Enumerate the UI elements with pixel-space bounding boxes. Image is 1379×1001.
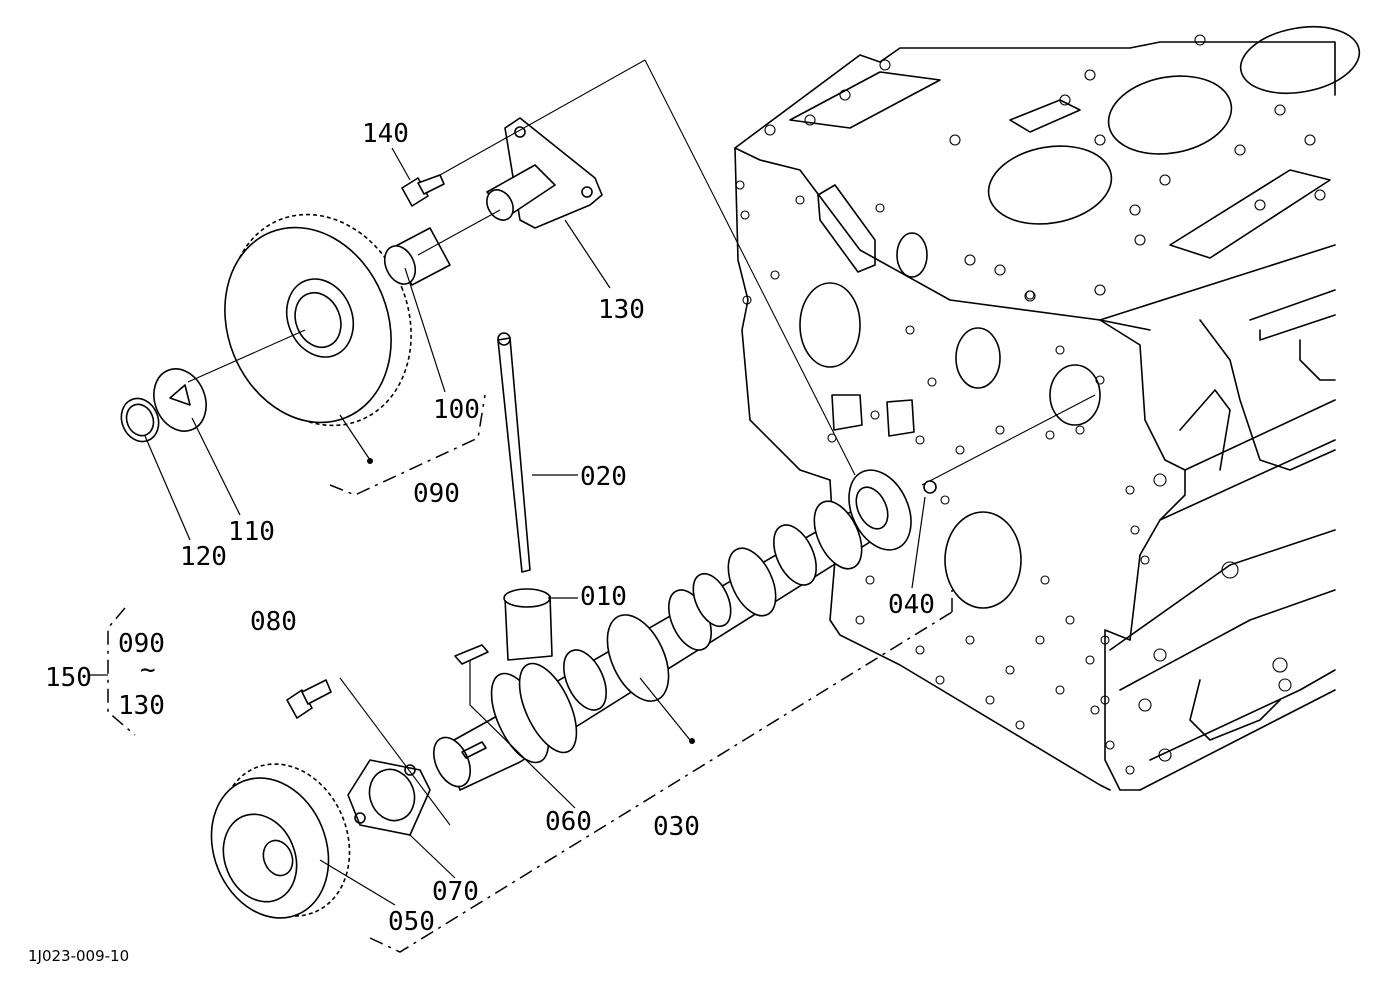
tappet	[503, 588, 553, 661]
label-020: 020	[580, 462, 627, 492]
camshaft-stopper	[347, 759, 431, 836]
drawing-code: 1J023-009-10	[28, 947, 129, 965]
bolt-080	[286, 679, 332, 719]
collar	[153, 368, 207, 432]
idle-gear-shaft	[486, 117, 603, 229]
bolt-140	[401, 174, 445, 207]
reference-dot	[367, 458, 373, 464]
label-080: 080	[250, 607, 297, 637]
reference-dot	[689, 738, 695, 744]
label-010: 010	[580, 582, 627, 612]
label-060: 060	[545, 807, 592, 837]
group-150-from: 090	[118, 629, 165, 659]
label-140: 140	[362, 119, 409, 149]
label-050: 050	[388, 907, 435, 937]
group-150-to: 130	[118, 691, 165, 721]
label-150: 150	[45, 663, 92, 693]
label-130: 130	[598, 295, 645, 325]
label-090: 090	[413, 479, 460, 509]
part-labels: 140 130 100 020 090 110 120 010 040 080 …	[28, 119, 935, 965]
leader-lines	[90, 147, 926, 906]
engine-block	[734, 26, 1361, 791]
circlip	[120, 397, 160, 443]
label-040: 040	[888, 590, 935, 620]
label-070: 070	[432, 877, 479, 907]
idle-gear	[224, 213, 412, 427]
push-rod	[497, 332, 531, 573]
camshaft	[433, 469, 912, 791]
feather-key	[454, 644, 489, 665]
cam-gear	[210, 763, 351, 919]
label-110: 110	[228, 517, 275, 547]
ball	[923, 480, 937, 494]
label-120: 120	[180, 542, 227, 572]
label-030: 030	[653, 812, 700, 842]
label-100: 100	[433, 395, 480, 425]
group-150-tilde: ~	[140, 655, 156, 685]
